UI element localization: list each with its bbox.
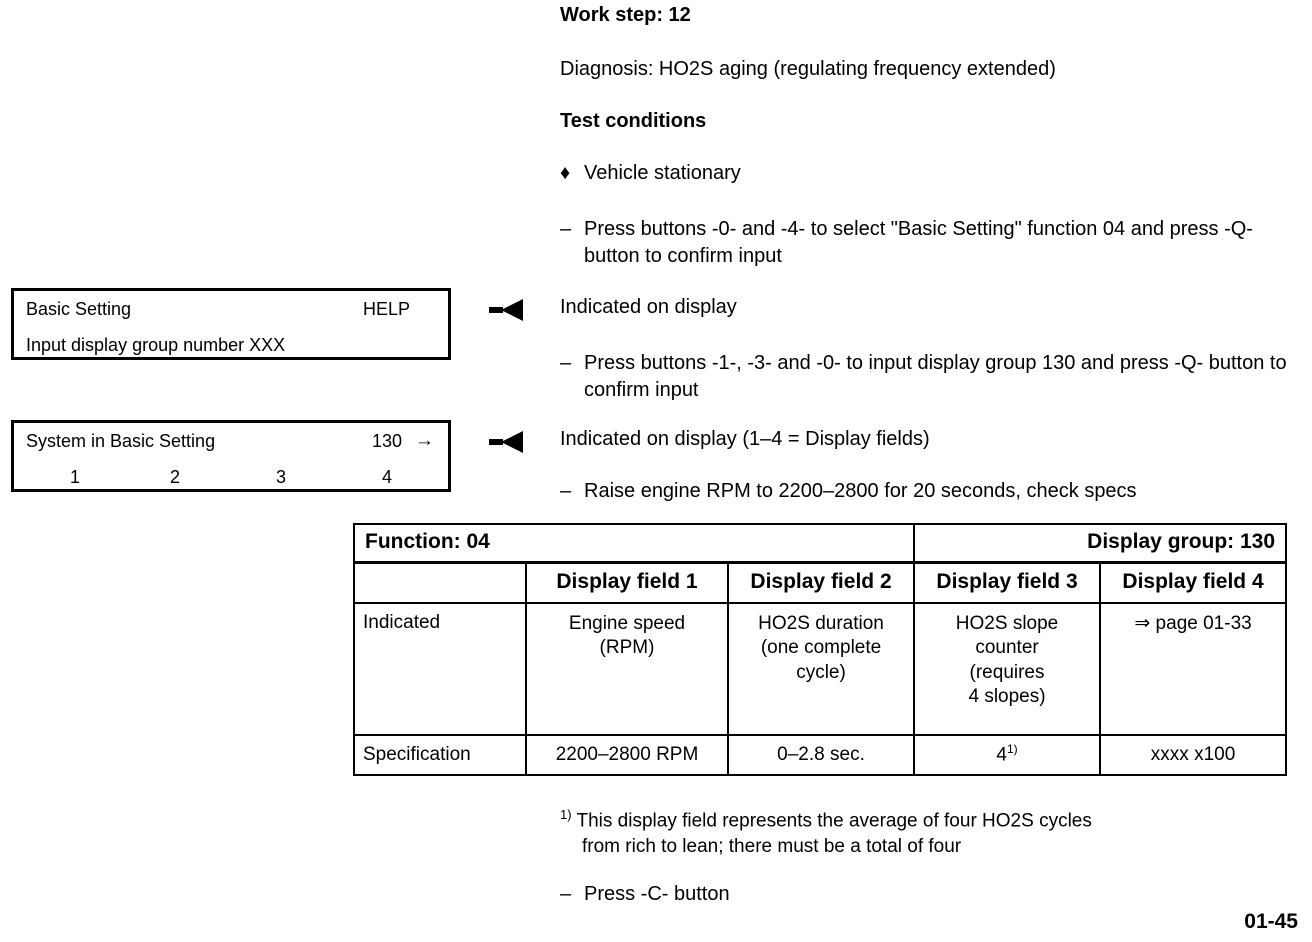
table-header-blank [353, 561, 527, 604]
callout-indicated-on-display-1: Indicated on display [560, 296, 737, 318]
scan-tool-display-system-basic-setting: System in Basic Setting 130 → 1 2 3 4 [11, 420, 451, 492]
display-row-title: System in Basic Setting 130 → [14, 423, 448, 459]
work-step-title: Work step: 12 [560, 4, 691, 26]
diagnosis-line: Diagnosis: HO2S aging (regulating freque… [560, 58, 1056, 80]
step-raise-engine-rpm: – Raise engine RPM to 2200–2800 for 20 s… [560, 480, 1300, 503]
condition-text: Vehicle stationary [584, 162, 741, 184]
right-arrow-icon: → [415, 430, 434, 451]
specification-table: Function: 04 Display group: 130 Display … [352, 523, 1288, 776]
callout-indicated-on-display-2: Indicated on display (1–4 = Display fiel… [560, 428, 930, 450]
step-select-function: – Press buttons -0- and -4- to select "B… [560, 216, 1290, 270]
step-press-c-button-text: Press -C- button [584, 883, 730, 905]
triangle-head [501, 431, 523, 453]
display-prompt-text: Input display group number XXX [26, 335, 286, 355]
spec-field-4-value: xxxx x100 [1099, 734, 1288, 776]
triangle-head [501, 299, 523, 321]
table-row-specification: Specification 2200–2800 RPM 0–2.8 sec. 4… [353, 734, 1288, 776]
dash-bullet-icon: – [560, 352, 572, 374]
table-header-display-field-2: Display field 2 [726, 561, 916, 604]
indicated-field-1-value: Engine speed(RPM) [525, 602, 729, 736]
table-header-display-field-1: Display field 1 [525, 561, 729, 604]
display-title-system-basic-setting: System in Basic Setting [26, 431, 216, 451]
table-row-indicated: Indicated Engine speed(RPM) HO2S duratio… [353, 602, 1288, 736]
display-title-basic-setting: Basic Setting [26, 299, 132, 319]
table-footnote: 1) This display field represents the ave… [560, 806, 1300, 860]
dash-bullet-icon: – [560, 218, 572, 240]
table-header-row: Display field 1 Display field 2 Display … [353, 561, 1288, 604]
display-field-number-2: 2 [170, 467, 181, 487]
table-title-row: Function: 04 Display group: 130 [352, 523, 1288, 564]
footnote-line-2: from rich to lean; there must be a total… [582, 835, 962, 857]
table-function-label: Function: 04 [352, 523, 916, 564]
condition-vehicle-stationary: ♦ Vehicle stationary [560, 162, 741, 185]
step-press-c-button: – Press -C- button [560, 883, 730, 906]
dash-bullet-icon: – [560, 480, 572, 502]
spec-field-1-value: 2200–2800 RPM [525, 734, 729, 776]
triangle-tail [489, 439, 503, 445]
spec-field-3-number: 4 [996, 744, 1007, 766]
indicated-field-4-value: ⇒ page 01-33 [1099, 602, 1288, 736]
step-input-display-group-text: Press buttons -1-, -3- and -0- to input … [584, 352, 1287, 401]
diamond-bullet-icon: ♦ [560, 162, 571, 184]
display-help-label: HELP [362, 299, 410, 319]
test-conditions-heading: Test conditions [560, 110, 707, 132]
table-display-group-label: Display group: 130 [913, 523, 1288, 564]
footnote-marker: 1) [560, 807, 572, 822]
table-header-display-field-3: Display field 3 [913, 561, 1102, 604]
display-field-number-4: 4 [382, 467, 393, 487]
spec-field-2-value: 0–2.8 sec. [726, 734, 916, 776]
table-header-display-field-4: Display field 4 [1099, 561, 1288, 604]
scan-tool-display-basic-setting: Basic Setting HELP Input display group n… [11, 288, 451, 360]
triangle-tail [489, 307, 503, 313]
display-field-number-1: 1 [70, 467, 81, 487]
step-raise-engine-rpm-text: Raise engine RPM to 2200–2800 for 20 sec… [584, 480, 1137, 502]
display-row-prompt: Input display group number XXX [14, 327, 448, 363]
display-field-number-3: 3 [276, 467, 287, 487]
pointer-triangle-icon-2 [489, 431, 523, 453]
display-row-field-numbers: 1 2 3 4 [14, 459, 448, 495]
step-select-function-text: Press buttons -0- and -4- to select "Bas… [584, 218, 1253, 267]
spec-field-3-value: 41) [913, 734, 1102, 776]
spec-field-3-footnote-marker: 1) [1006, 742, 1018, 756]
display-row-title: Basic Setting HELP [14, 291, 448, 327]
display-group-number: 130 [371, 431, 402, 451]
dash-bullet-icon: – [560, 883, 572, 905]
pointer-triangle-icon-1 [489, 299, 523, 321]
page-number: 01-45 [1244, 910, 1298, 933]
row-label-specification: Specification [353, 734, 527, 776]
footnote-line-1: This display field represents the averag… [576, 810, 1092, 832]
row-label-indicated: Indicated [353, 602, 527, 736]
step-input-display-group: – Press buttons -1-, -3- and -0- to inpu… [560, 350, 1290, 404]
